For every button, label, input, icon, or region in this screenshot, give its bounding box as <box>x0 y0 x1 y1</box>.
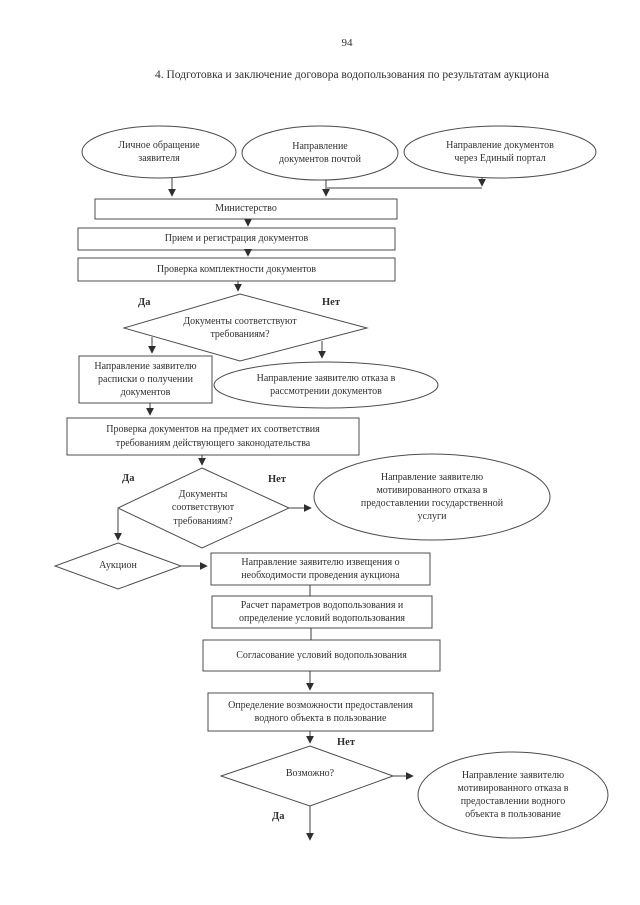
edge-label-yes-1: Да <box>138 297 151 308</box>
label-compliance-check: Проверка документов на предмет их соотве… <box>106 424 320 449</box>
label-reception-registration: Прием и регистрация документов <box>164 233 309 245</box>
label-decision-docs-2: Документы соответствуют требованиям? <box>171 489 235 527</box>
decision-docs-compliant-1 <box>122 293 369 362</box>
label-refusal-service: Направление заявителю мотивированного от… <box>360 471 504 523</box>
box-auction-notice <box>210 552 431 586</box>
page-number: 94 <box>341 36 353 49</box>
connectors <box>114 178 486 841</box>
label-ministry: Министерство <box>215 203 277 215</box>
box-possibility-check <box>207 692 434 732</box>
label-personal-application: Личное обращение заявителя <box>118 139 200 164</box>
label-documents-portal: Направление документов через Единый порт… <box>446 139 554 164</box>
box-reception-registration <box>77 227 396 251</box>
label-water-use-params: Расчет параметров водопользования и опре… <box>238 599 406 624</box>
label-documents-by-mail: Направление документов почтой <box>279 140 361 165</box>
label-terms-agreement: Согласование условий водопользования <box>236 649 407 661</box>
edge-label-no-2: Нет <box>268 474 286 485</box>
edge-label-yes-2: Да <box>122 473 135 484</box>
label-possibility-check: Определение возможности предоставления в… <box>228 699 413 724</box>
oval-documents-by-mail <box>241 125 399 181</box>
box-receipt-to-applicant <box>78 355 213 404</box>
label-refusal-review: Направление заявителю отказа в рассмотре… <box>256 372 396 397</box>
label-decision-possible: Возможно? <box>285 768 335 780</box>
decision-auction <box>53 542 183 590</box>
oval-refusal-review <box>213 361 439 409</box>
edge-label-no-1: Нет <box>322 297 340 308</box>
box-terms-agreement <box>202 639 441 672</box>
label-receipt-to-applicant: Направление заявителю расписки о получен… <box>94 360 197 399</box>
label-auction-notice: Направление заявителю извещения о необхо… <box>241 556 400 581</box>
box-completeness-check <box>77 257 396 282</box>
decision-docs-compliant-2 <box>116 467 291 549</box>
edge-label-yes-3: Да <box>272 811 285 822</box>
page-title: 4. Подготовка и заключение договора водо… <box>154 69 550 82</box>
label-auction: Аукцион <box>99 560 137 572</box>
label-completeness-check: Проверка комплектности документов <box>156 263 317 275</box>
box-compliance-check <box>66 417 360 456</box>
oval-refusal-service <box>313 453 551 541</box>
box-water-use-params <box>211 595 433 629</box>
label-decision-docs-1: Документы соответствуют требованиям? <box>183 315 297 340</box>
oval-refusal-water-object <box>417 751 609 839</box>
oval-personal-application <box>81 125 237 179</box>
edge-label-no-3: Нет <box>337 737 355 748</box>
oval-documents-portal <box>403 125 597 179</box>
label-refusal-water-object: Направление заявителю мотивированного от… <box>457 769 569 821</box>
